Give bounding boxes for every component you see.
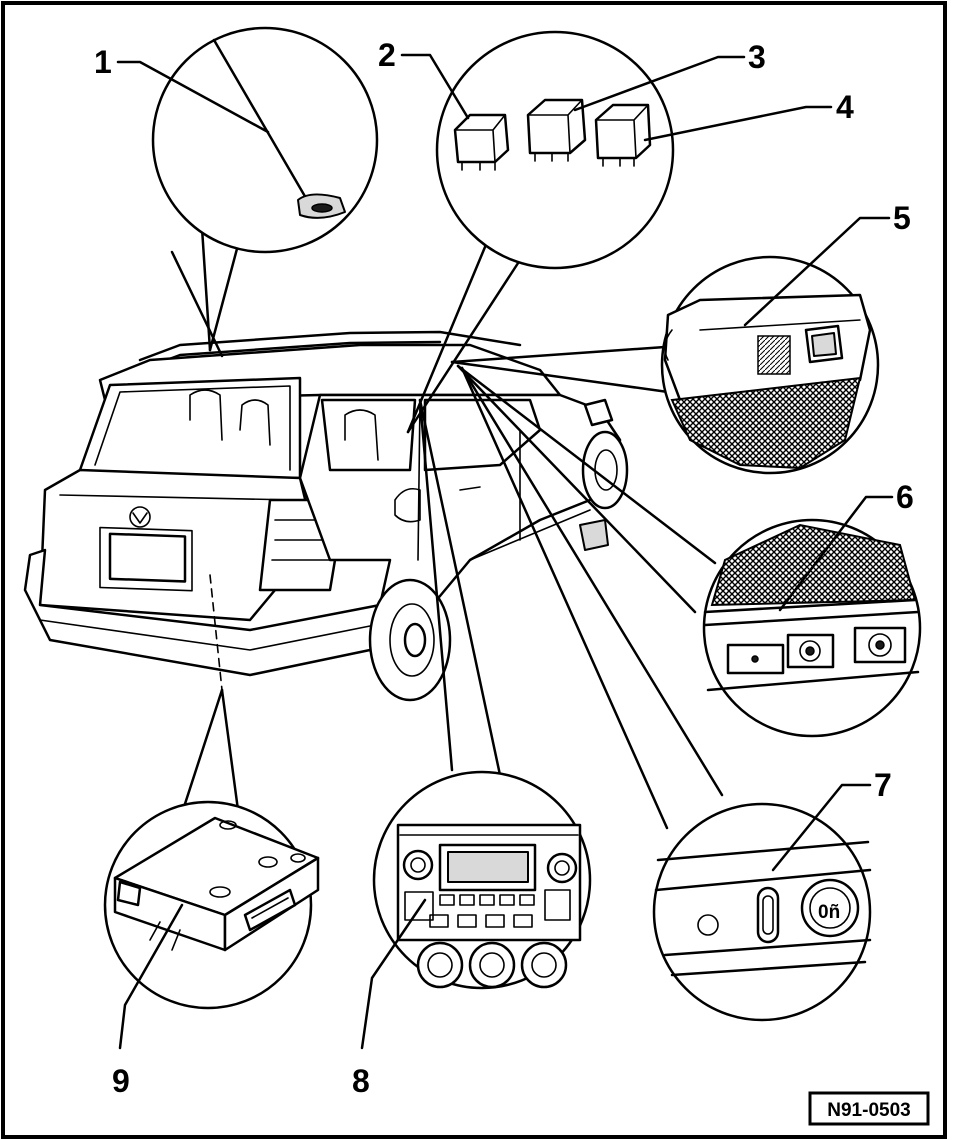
relay-2: [453, 113, 510, 171]
callout-2: 2: [378, 37, 396, 73]
callout-4: 4: [836, 89, 854, 125]
callout-1: 1: [94, 44, 112, 80]
callout-9: 9: [112, 1063, 130, 1099]
detail-circle-switch-panel: [702, 518, 922, 738]
callout-leaders: [116, 53, 894, 1050]
callout-5: 5: [893, 200, 911, 236]
callout-8: 8: [352, 1063, 370, 1099]
reference-code-box: N91-0503: [808, 1091, 930, 1126]
vehicle-illustration: [23, 330, 629, 702]
relay-4: [594, 103, 652, 167]
detail-circle-radio-unit: [372, 770, 592, 990]
callout-numbers: 1 2 3 4 5 6 7 8 9: [94, 37, 914, 1099]
callout-3: 3: [748, 39, 766, 75]
detail-circle-overhead-console: [660, 255, 880, 475]
callout-6: 6: [896, 479, 914, 515]
reference-code: N91-0503: [827, 1100, 910, 1121]
leader-lines: [170, 226, 724, 830]
detail-circle-relays: [435, 30, 675, 270]
detail-circle-antenna: [151, 26, 379, 254]
relay-3: [526, 98, 587, 162]
detail-circle-control-module: [103, 800, 320, 1010]
callout-7: 7: [874, 767, 892, 803]
detail-circle-interior-switch: 0ñ: [652, 802, 872, 1022]
svg-text:0ñ: 0ñ: [818, 902, 840, 923]
